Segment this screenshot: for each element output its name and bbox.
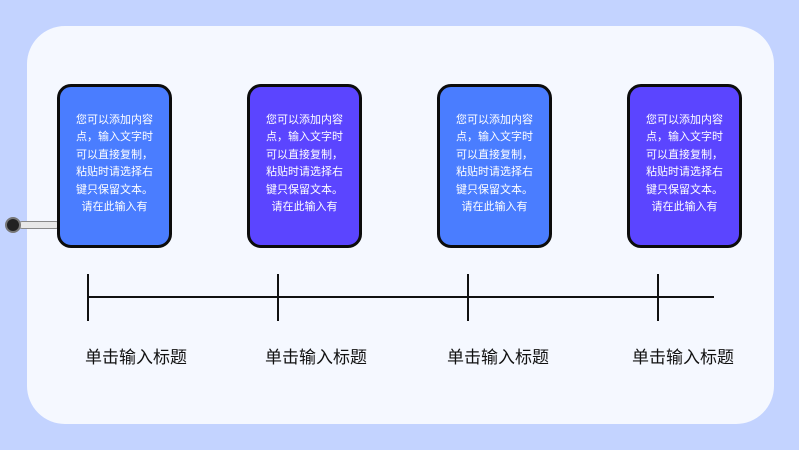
- card-text-4[interactable]: 您可以添加内容点，输入文字时可以直接复制，粘贴时请选择右键只保留文本。请在此输入…: [646, 113, 723, 214]
- content-card-3[interactable]: 您可以添加内容点，输入文字时可以直接复制，粘贴时请选择右键只保留文本。请在此输入…: [437, 84, 552, 248]
- card-text-1[interactable]: 您可以添加内容点，输入文字时可以直接复制，粘贴时请选择右键只保留文本。请在此输入…: [76, 113, 153, 214]
- content-card-2[interactable]: 您可以添加内容点，输入文字时可以直接复制，粘贴时请选择右键只保留文本。请在此输入…: [247, 84, 362, 248]
- item-title-3[interactable]: 单击输入标题: [447, 348, 549, 368]
- pin-bar-decoration: [18, 221, 60, 229]
- item-title-4[interactable]: 单击输入标题: [632, 348, 734, 368]
- content-card-1[interactable]: 您可以添加内容点，输入文字时可以直接复制，粘贴时请选择右键只保留文本。请在此输入…: [57, 84, 172, 248]
- item-title-1[interactable]: 单击输入标题: [85, 348, 187, 368]
- pin-icon: [5, 217, 21, 233]
- item-title-2[interactable]: 单击输入标题: [265, 348, 367, 368]
- timeline-line: [88, 296, 714, 298]
- timeline-tick-1: [87, 274, 89, 321]
- content-card-4[interactable]: 您可以添加内容点，输入文字时可以直接复制，粘贴时请选择右键只保留文本。请在此输入…: [627, 84, 742, 248]
- timeline-tick-3: [467, 274, 469, 321]
- timeline-tick-2: [277, 274, 279, 321]
- card-text-3[interactable]: 您可以添加内容点，输入文字时可以直接复制，粘贴时请选择右键只保留文本。请在此输入…: [456, 113, 533, 214]
- timeline-tick-4: [657, 274, 659, 321]
- card-text-2[interactable]: 您可以添加内容点，输入文字时可以直接复制，粘贴时请选择右键只保留文本。请在此输入…: [266, 113, 343, 214]
